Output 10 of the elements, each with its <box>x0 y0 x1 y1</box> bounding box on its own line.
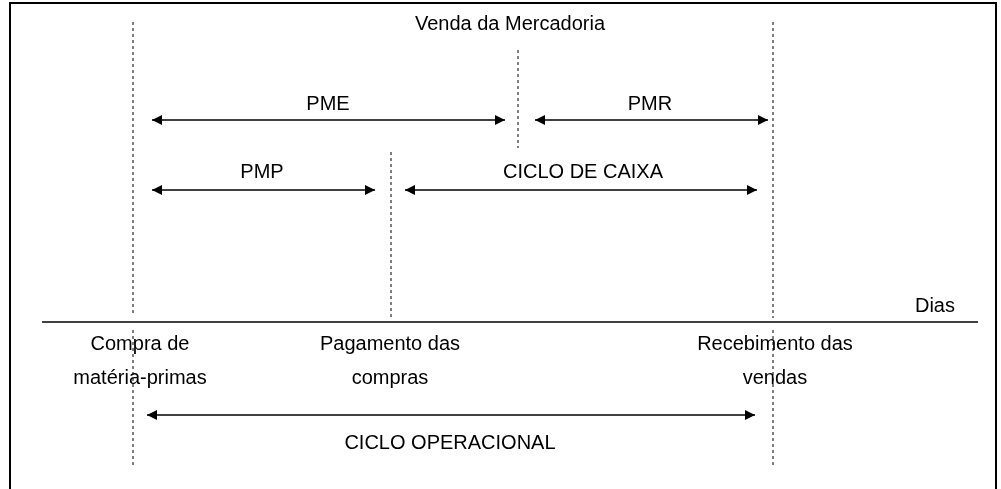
period-label: CICLO OPERACIONAL <box>343 430 557 455</box>
period-label: CICLO DE CAIXA <box>501 159 664 184</box>
event-label: Venda da Mercadoria <box>413 11 607 36</box>
event-label: Recebimento das vendas <box>696 331 854 390</box>
event-label: Pagamento das compras <box>318 331 462 390</box>
period-label: PMR <box>626 91 674 116</box>
event-label: Compra de matéria-primas <box>72 331 208 390</box>
period-label: PME <box>305 91 351 116</box>
period-label: PMP <box>239 159 285 184</box>
axis-label: Dias <box>914 293 956 318</box>
